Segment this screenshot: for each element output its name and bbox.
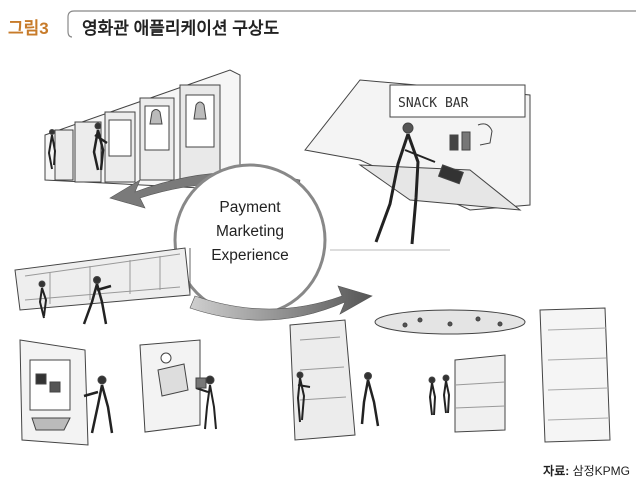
header-rule	[67, 10, 636, 38]
figure-title: 영화관 애플리케이션 구상도	[82, 19, 280, 38]
figure-label: 그림3	[8, 19, 49, 38]
snack-bar-sign: SNACK BAR	[398, 96, 469, 111]
lobby-sketch	[289, 307, 611, 443]
kiosk-corridor-sketch	[44, 69, 241, 191]
cinema-app-sketch: SNACK BAR	[14, 69, 611, 446]
wall-poster-sketch	[19, 339, 217, 446]
concept-marketing: Marketing	[215, 223, 285, 240]
center-concepts: Payment Marketing Experience	[175, 196, 325, 268]
figure-header: 그림3 영화관 애플리케이션 구상도	[0, 0, 640, 40]
concept-experience: Experience	[211, 247, 289, 264]
screen-wall-sketch	[14, 247, 191, 325]
snack-bar-sketch: SNACK BAR	[304, 79, 531, 251]
source-text: 삼정KPMG	[569, 464, 630, 478]
cycle-arrow-bottom	[189, 285, 373, 321]
source-prefix: 자료:	[543, 464, 570, 478]
concept-payment: Payment	[219, 199, 281, 216]
source-note: 자료: 삼정KPMG	[543, 462, 630, 479]
